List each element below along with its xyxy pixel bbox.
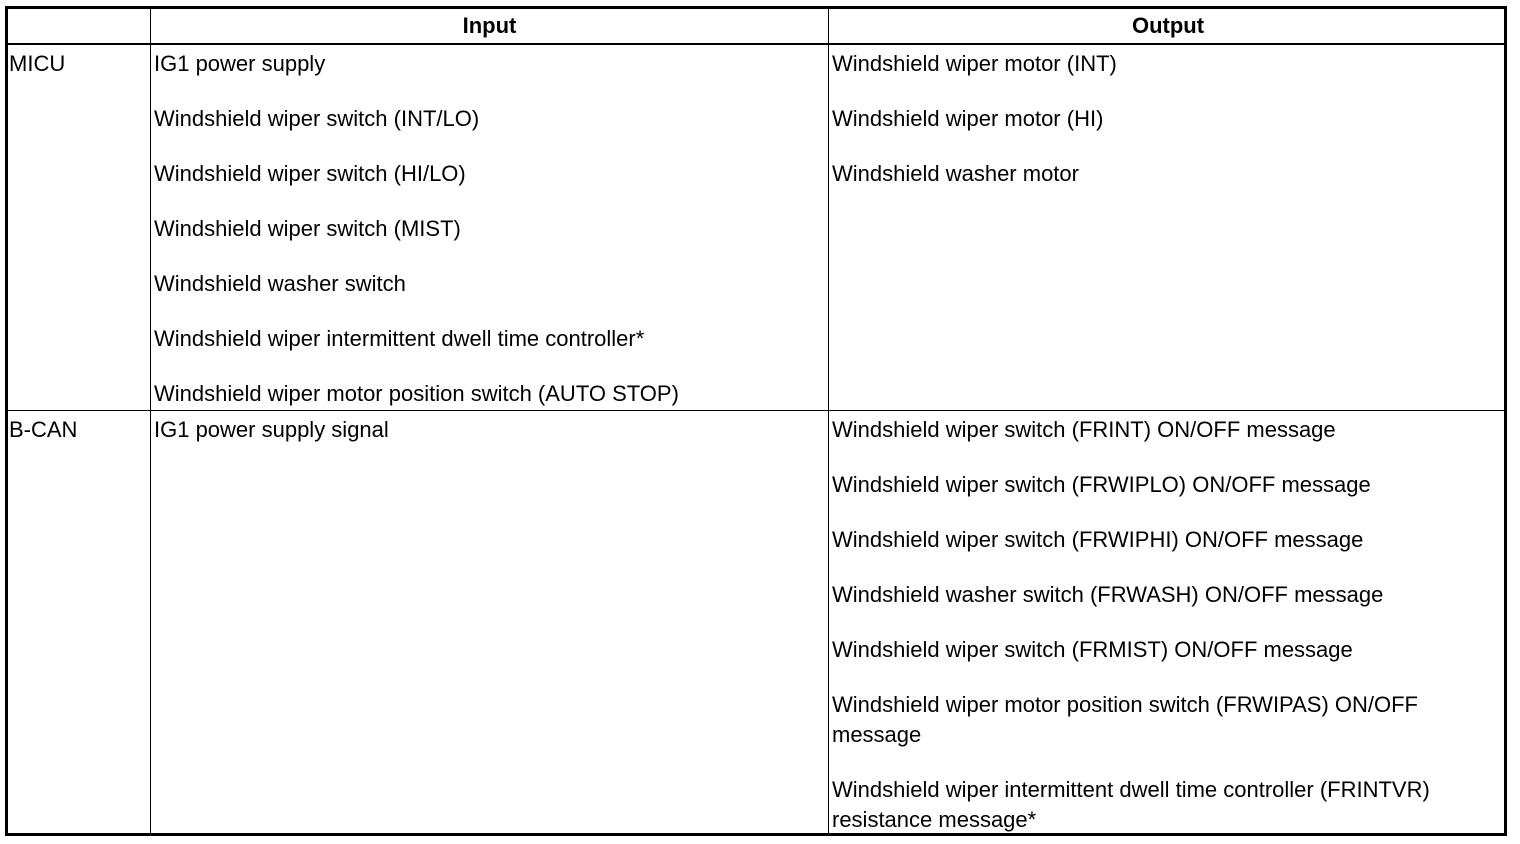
list-item: Windshield wiper switch (MIST) — [154, 216, 461, 241]
list-item: Windshield wiper switch (FRINT) ON/OFF m… — [832, 417, 1336, 442]
list-item: Windshield wiper switch (HI/LO) — [154, 161, 466, 186]
io-table: Input Output MICU IG1 power supply Winds… — [5, 6, 1507, 836]
row-label: MICU — [9, 51, 66, 76]
input-list: IG1 power supply Windshield wiper switch… — [154, 49, 824, 409]
list-item: Windshield wiper motor position switch (… — [154, 381, 679, 406]
output-list: Windshield wiper switch (FRINT) ON/OFF m… — [832, 415, 1504, 835]
header-input: Input — [462, 13, 517, 38]
row-label: B-CAN — [9, 417, 78, 442]
list-item: Windshield wiper motor (HI) — [832, 106, 1104, 131]
row-divider — [8, 410, 1504, 411]
header-corner — [8, 9, 150, 43]
header-output: Output — [1131, 13, 1205, 38]
list-item: Windshield wiper motor (INT) — [832, 51, 1117, 76]
header-divider — [8, 43, 1504, 45]
output-list: Windshield wiper motor (INT) Windshield … — [832, 49, 1504, 189]
list-item: IG1 power supply — [154, 51, 326, 76]
list-item: Windshield washer switch — [154, 271, 406, 296]
list-item: Windshield wiper intermittent dwell time… — [154, 326, 645, 351]
list-item: Windshield wiper switch (INT/LO) — [154, 106, 480, 131]
column-divider — [828, 9, 829, 833]
list-item: IG1 power supply signal — [154, 417, 389, 442]
list-item: Windshield wiper motor position switch (… — [832, 692, 1418, 747]
list-item: Windshield wiper switch (FRMIST) ON/OFF … — [832, 637, 1353, 662]
list-item: Windshield wiper switch (FRWIPLO) ON/OFF… — [832, 472, 1371, 497]
list-item: Windshield washer switch (FRWASH) ON/OFF… — [832, 582, 1384, 607]
column-divider — [150, 9, 151, 833]
input-list: IG1 power supply signal — [154, 415, 824, 445]
list-item: Windshield wiper switch (FRWIPHI) ON/OFF… — [832, 527, 1364, 552]
list-item: Windshield washer motor — [832, 161, 1079, 186]
list-item: Windshield wiper intermittent dwell time… — [832, 777, 1430, 832]
